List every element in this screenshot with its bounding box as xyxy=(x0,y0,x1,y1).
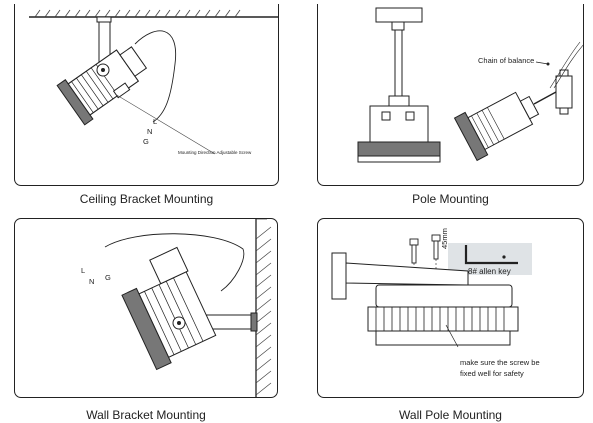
safety-note-line-2: fixed well for safety xyxy=(460,369,524,378)
pole-caption: Pole Mounting xyxy=(412,192,489,206)
wire-label-l: L xyxy=(81,266,86,275)
safety-note: make sure the screw be fixed well for sa… xyxy=(460,357,540,379)
pole-mounting-diagram: Chain of balance xyxy=(317,4,584,186)
allen-key-photo xyxy=(448,243,532,275)
ceiling-caption: Ceiling Bracket Mounting xyxy=(79,192,214,206)
wall-bracket-diagram: L N G xyxy=(14,218,278,398)
wall-bracket-caption: Wall Bracket Mounting xyxy=(86,408,206,422)
wire-label-g: G xyxy=(143,137,149,146)
wire-label-l: L xyxy=(153,117,158,126)
ceiling-bracket-diagram: L N G Mounting Direction Adjustable Scre… xyxy=(14,4,279,186)
pole-mounting-illustration xyxy=(357,7,583,163)
allen-key-label: 8# allen key xyxy=(468,267,511,276)
wire-label-n: N xyxy=(147,127,153,136)
adjustable-screw-note: Mounting Direction Adjustable Screw xyxy=(178,150,252,155)
wall-pole-illustration xyxy=(331,234,519,348)
wall-bracket-illustration xyxy=(104,219,272,397)
wire-label-n: N xyxy=(89,277,95,286)
wall-pole-diagram: 45mm 8# allen key make sure the screw be… xyxy=(317,218,584,398)
chain-of-balance-label: Chain of balance xyxy=(478,56,535,65)
ceiling-bracket-illustration xyxy=(29,9,278,155)
safety-note-line-1: make sure the screw be xyxy=(460,358,540,367)
wire-label-g: G xyxy=(105,273,111,282)
wall-pole-caption: Wall Pole Mounting xyxy=(399,408,502,422)
dimension-label: 45mm xyxy=(440,228,449,249)
